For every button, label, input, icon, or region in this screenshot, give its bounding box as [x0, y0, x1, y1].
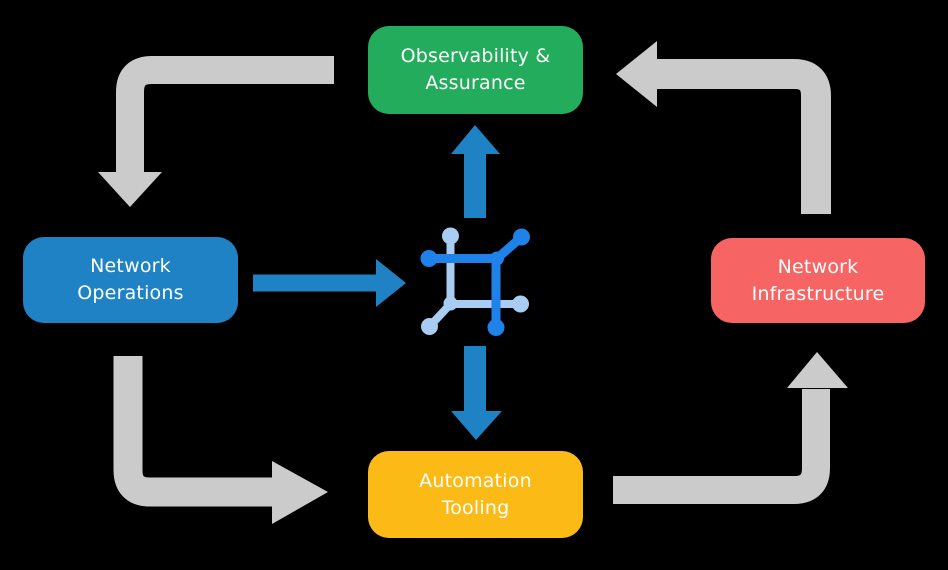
node-network-infrastructure: Network Infrastructure: [711, 238, 925, 323]
node-observability-assurance: Observability & Assurance: [368, 26, 583, 114]
arrow-infrastructure-to-observability-icon: [616, 41, 831, 214]
controller-icon-dark-layer: [420, 228, 530, 336]
arrow-controller-to-observability-icon: [451, 125, 500, 218]
arrow-operations-to-controller-icon: [253, 259, 406, 307]
arrow-controller-to-automation-icon: [451, 346, 502, 440]
arrow-observability-to-operations-icon: [98, 56, 334, 207]
arrow-automation-to-infrastructure-icon: [613, 352, 848, 504]
node-automation-tooling-label: Automation Tooling: [419, 469, 532, 519]
node-automation-tooling: Automation Tooling: [368, 451, 583, 538]
arrow-operations-to-automation-icon: [113, 356, 328, 524]
node-network-operations-label: Network Operations: [77, 255, 184, 304]
node-network-operations: Network Operations: [23, 237, 238, 323]
network-controller-icon: [420, 227, 530, 336]
node-observability-assurance-label: Observability & Assurance: [400, 45, 551, 94]
node-network-infrastructure-label: Network Infrastructure: [751, 255, 885, 305]
